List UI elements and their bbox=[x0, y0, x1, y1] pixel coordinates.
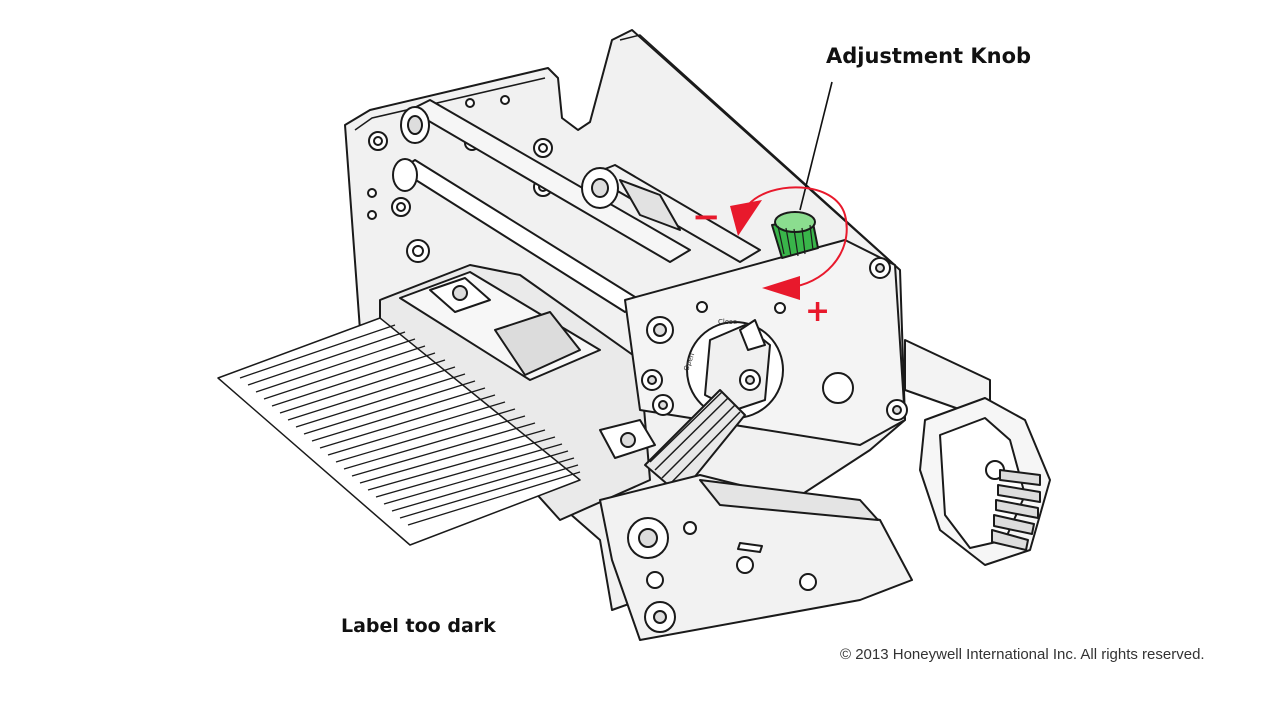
copyright-notice: © 2013 Honeywell International Inc. All … bbox=[840, 646, 1205, 663]
decrease-sign: − bbox=[692, 197, 721, 237]
printhead-bracket bbox=[379, 264, 656, 521]
lower-bracket bbox=[599, 474, 913, 641]
adjustment-knob bbox=[771, 211, 819, 259]
adjustment-knob-label: Adjustment Knob bbox=[826, 44, 1032, 68]
ribbon-spindle-end bbox=[904, 339, 1051, 566]
caption: Label too dark bbox=[341, 615, 496, 637]
label-paper bbox=[217, 317, 581, 546]
plate-screws bbox=[367, 95, 553, 263]
dial-close-label: Close bbox=[718, 318, 738, 326]
rotation-direction-arrow bbox=[730, 186, 848, 300]
left-side-plate bbox=[344, 29, 906, 611]
increase-sign: + bbox=[805, 294, 831, 329]
upper-roller bbox=[400, 99, 691, 263]
head-lift-dial bbox=[686, 319, 784, 419]
adjustment-shaft bbox=[581, 164, 761, 263]
